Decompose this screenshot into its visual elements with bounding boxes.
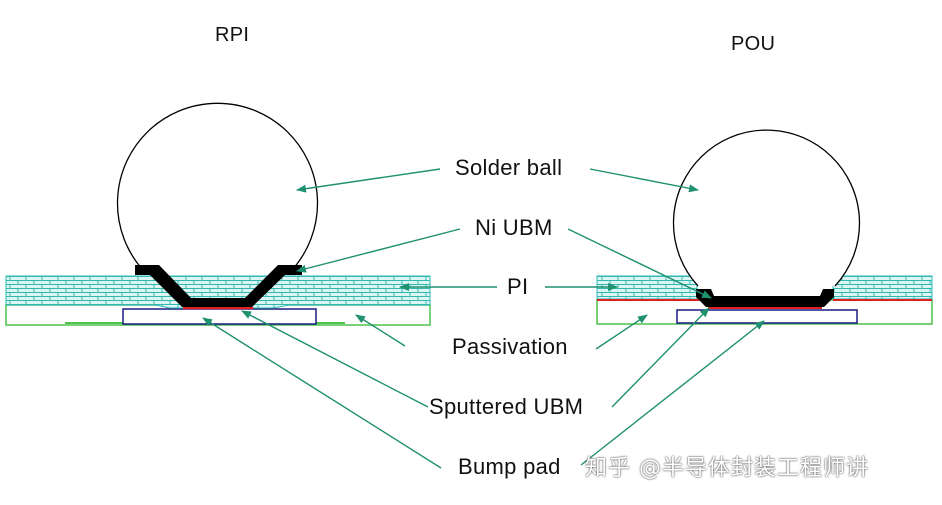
arrow-passivation-right (595, 314, 648, 350)
arrow-sputtered-ubm-left (241, 310, 429, 408)
watermark-text: 知乎 @半导体封装工程师讲 (585, 456, 869, 481)
arrow-bump-pad-left (202, 317, 442, 469)
arrow-bump-pad-right (580, 320, 765, 466)
pou-pi-layer-right (832, 275, 933, 300)
pou-solder-ball (672, 129, 861, 287)
title-pou: POU (731, 33, 776, 55)
pou-bump-pad (676, 309, 858, 324)
arrow-ni-ubm-right (567, 228, 712, 299)
arrow-passivation-left (355, 314, 406, 347)
label-sputtered-ubm: Sputtered UBM (429, 394, 584, 419)
pou-structure (596, 129, 933, 325)
label-passivation: Passivation (452, 334, 568, 359)
rpi-bump-pad (122, 308, 317, 325)
arrow-ni-ubm-left (296, 228, 461, 273)
label-pi: PI (507, 274, 529, 299)
title-rpi: RPI (215, 24, 250, 46)
label-solder-ball: Solder ball (455, 155, 563, 180)
annotation-arrows (202, 168, 765, 469)
rpi-solder-ball (116, 102, 319, 271)
arrow-sputtered-ubm-right (611, 307, 710, 408)
rpi-pi-layer (5, 275, 431, 309)
label-bump-pad: Bump pad (458, 454, 561, 479)
arrow-solder-ball-right (589, 168, 699, 193)
rpi-ni-ubm (135, 265, 302, 307)
rpi-structure (5, 102, 431, 326)
arrow-solder-ball-left (296, 168, 441, 193)
label-ni-ubm: Ni UBM (475, 215, 553, 240)
pou-ni-ubm (696, 289, 834, 307)
